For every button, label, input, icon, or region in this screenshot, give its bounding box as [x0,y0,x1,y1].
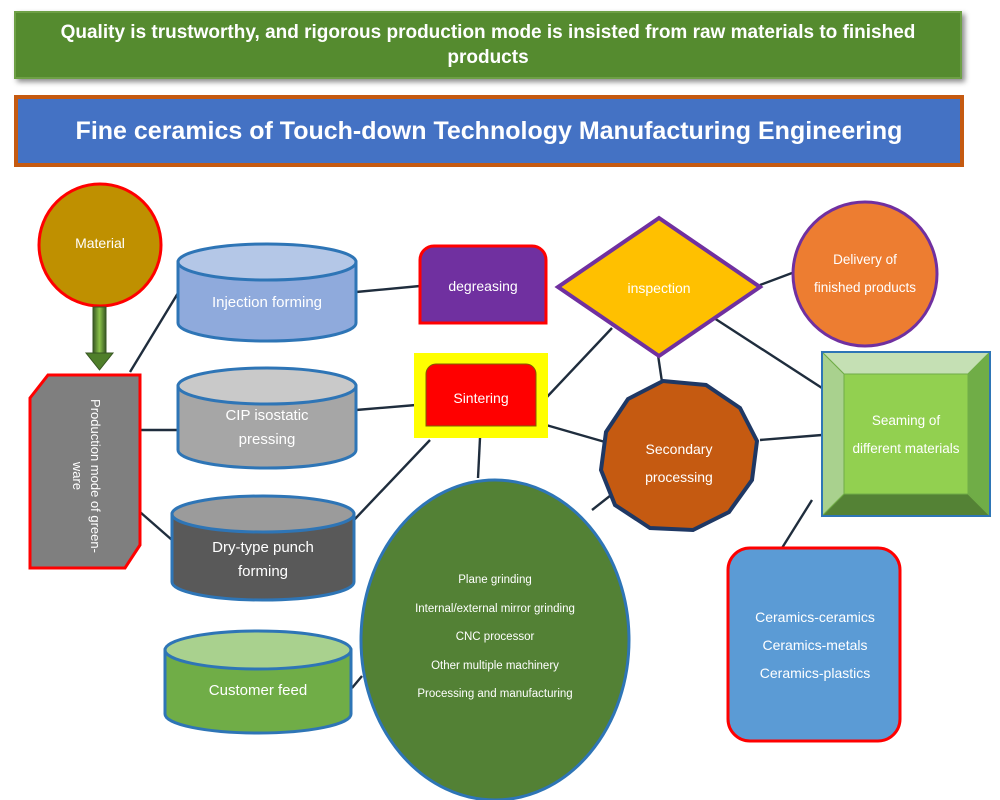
connector-secondary-seaming [759,433,823,442]
down-arrow-icon [84,306,115,371]
injection-forming-label: Injection forming [211,293,323,311]
seaming-label: Seaming of different materials [852,413,960,456]
connector-sintering-inspection [545,327,613,399]
connector-production-dry [139,511,173,541]
inspection-label: inspection [627,280,691,296]
processing-item: Other multiple machinery [431,659,559,672]
material-label: Material [75,235,125,251]
connector-production-injection [128,292,180,373]
connector-inspection-delivery [759,271,793,287]
cip-pressing-node [176,366,358,470]
connector-sintering-dry [353,439,431,521]
production-mode-label: Production mode of green-ware [70,399,103,553]
customer-feed-node [163,629,353,735]
connector-sintering-circle [476,437,482,479]
material-node [37,182,163,308]
connector-lines [128,271,823,689]
material-pairs-list: Ceramics-ceramics Ceramics-metals Cerami… [735,603,895,687]
secondary-processing-node [598,378,760,533]
inspection-node [554,215,764,359]
title-banner: Fine ceramics of Touch-down Technology M… [14,95,964,167]
processing-circle-node [359,478,631,800]
processing-item: CNC processor [455,631,535,643]
delivery-node [791,200,939,348]
degreasing-label: degreasing [448,278,518,294]
connector-inspection-seaming [713,316,823,390]
processing-item: Internal/external mirror grinding [415,602,575,615]
connector-cip-sintering [355,403,417,412]
dry-punch-label: Dry-type punch forming [212,539,314,580]
processing-item: Processing and manufacturing [417,688,573,700]
secondary-processing-label: Secondary processing [645,441,713,485]
connector-seaming-materials [780,499,814,549]
sintering-label: Sintering [453,390,509,406]
slogan-banner: Quality is trustworthy, and rigorous pro… [14,11,962,79]
processing-list: Plane grinding Internal/external mirror … [395,566,595,709]
delivery-label: Delivery of finished products [813,252,917,295]
processing-item: Plane grinding [458,574,532,586]
material-pair-item: Ceramics-plastics [759,665,871,681]
customer-feed-label: Customer feed [208,681,308,699]
material-pair-item: Ceramics-ceramics [755,609,875,625]
material-pairs-node [726,546,902,743]
sintering-node [414,353,548,438]
seaming-node [820,350,992,518]
cip-pressing-label: CIP isostatic pressing [225,407,309,448]
degreasing-node [418,244,548,325]
connector-injection-degreasing [355,284,421,294]
injection-forming-node [176,242,358,343]
dry-punch-node [170,494,356,602]
material-pair-item: Ceramics-metals [762,637,868,653]
connector-sintering-secondary [545,423,613,446]
connector-inspection-secondary [656,354,664,383]
connector-customer-circle [351,675,363,689]
production-mode-node [28,373,142,570]
